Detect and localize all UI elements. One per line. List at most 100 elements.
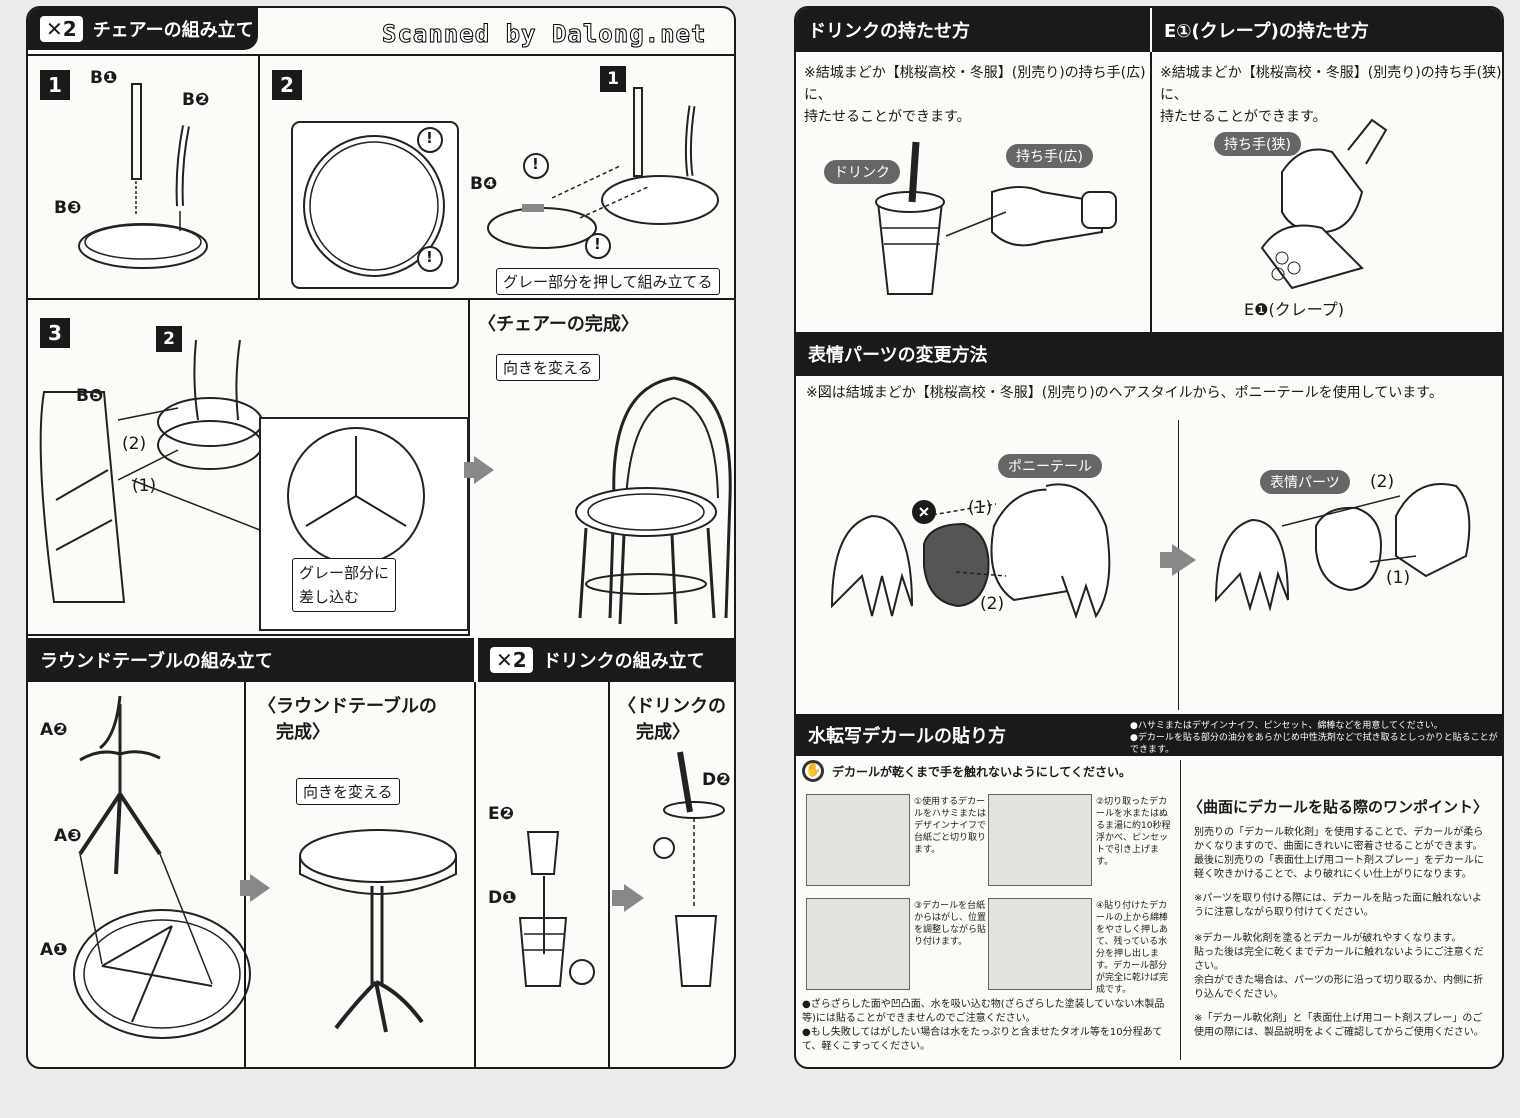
face-step-2-left: (2)	[980, 594, 1005, 614]
face-step-1-left: (1)	[968, 498, 993, 518]
drink-complete-title: 〈ドリンクの 完成〉	[618, 696, 726, 743]
drink-complete-panel: 〈ドリンクの 完成〉 D❷	[608, 682, 734, 1067]
warning-mark-2: !	[426, 248, 433, 266]
decal-tip-1: 別売りの「デカール軟化剤」を使用することで、デカールが柔らかくなりますので、曲面…	[1194, 827, 1484, 880]
decal-tip-divider	[1180, 760, 1181, 1060]
chair-complete-panel: 〈チェアーの完成〉 向きを変える	[464, 298, 734, 636]
decal-step-2-photo	[988, 794, 1092, 886]
drink-holding-title: ドリンクの持たせ方	[808, 21, 970, 42]
decal-title: 水転写デカールの貼り方	[808, 726, 1006, 747]
drink-holding-header: ドリンクの持たせ方	[796, 8, 1150, 52]
face-parts-title: 表情パーツの変更方法	[808, 345, 988, 366]
right-instruction-page: ドリンクの持たせ方 E①(クレープ)の持たせ方 ※結城まどか【桃桜高校・冬服】(…	[794, 6, 1504, 1069]
step-number-2: 2	[272, 70, 302, 100]
part-b4-label: B❹	[470, 174, 498, 194]
decal-tip-title: 〈曲面にデカールを貼る際のワンポイント〉	[1188, 798, 1489, 816]
chair-step-1-panel: 1 B❶ B❷ B❸	[28, 54, 260, 300]
crepe-hand-illustration	[1260, 118, 1388, 290]
step-number-2-mini: 2	[156, 326, 182, 352]
part-b1-label: B❶	[90, 68, 118, 88]
table-complete-title: 〈ラウンドテーブルの 完成〉	[258, 696, 437, 743]
step-number-3: 3	[40, 318, 70, 348]
no-touch-icon: ✋	[802, 760, 824, 782]
decal-warning: ✋ デカールが乾くまで手を触れないようにしてください。	[802, 760, 1131, 782]
callout-2: (2)	[122, 434, 147, 454]
narrow-hand-label: 持ち手(狭)	[1214, 132, 1301, 156]
part-b2-label: B❷	[182, 90, 210, 110]
decal-step-1-photo	[806, 794, 910, 886]
decal-tip-2: ※パーツを取り付ける際には、デカールを貼った面に触れないように注意しながら取り付…	[1194, 893, 1482, 918]
decal-step-4-text: ④貼り付けたデカールの上から綿棒をやさしく押しあて、残っている水分を押し出します…	[1096, 901, 1169, 995]
decal-step-3-photo	[806, 898, 910, 990]
part-e2-label: E❷	[488, 804, 515, 824]
face-parts-panel: ※図は結城まどか【桃桜高校・冬服】(別売り)のヘアスタイルから、ポニーテールを使…	[796, 376, 1502, 716]
decal-header: 水転写デカールの貼り方 ●ハサミまたはデザインナイフ、ピンセット、綿棒などを用意…	[796, 714, 1502, 756]
face-step-1-right: (1)	[1386, 568, 1411, 588]
drink-complete-illustration	[612, 751, 725, 987]
crepe-holding-header: E①(クレープ)の持たせ方	[1152, 8, 1502, 52]
decal-step-2-text: ②切り取ったデカールを水またはぬるま湯に約10秒程浮かべ、ピンセットで引き上げま…	[1096, 797, 1171, 867]
drink-parts-diagram	[518, 831, 595, 987]
part-a1-label: A❶	[40, 940, 68, 960]
decal-warning-text: デカールが乾くまで手を触れないようにしてください。	[832, 764, 1132, 779]
decal-step-3-text: ③デカールを台紙からはがし、位置を調整しながら貼り付けます。	[914, 901, 987, 947]
step-number-1-mini: 1	[600, 66, 626, 92]
drink-holding-note: ※結城まどか【桃桜高校・冬服】(別売り)の持ち手(広)に、 持たせることができま…	[804, 65, 1146, 125]
decal-bottom-notes: ●ざらざらした面や凹凸面、水を吸い込む物(ざらざらした塗装していない木製品等)に…	[802, 999, 1165, 1052]
face-parts-note: ※図は結城まどか【桃桜高校・冬服】(別売り)のヘアスタイルから、ポニーテールを使…	[806, 385, 1443, 401]
face-parts-header: 表情パーツの変更方法	[796, 332, 1502, 376]
left-instruction-page: ✕2 チェアーの組み立て 1 B❶ B❷ B❸ 2 1 B❹	[26, 6, 736, 1069]
decal-step-1-text: ①使用するデカールをハサミまたはデザインナイフで台紙ごと切り取ります。	[914, 797, 987, 855]
table-assembly-panel: A❷ A❸ A❶	[28, 684, 251, 1067]
decal-tip-3: ※デカール軟化剤を塗るとデカールが破れやすくなります。 貼った後は完全に乾くまで…	[1194, 933, 1484, 1000]
round-table-title: ラウンドテーブルの組み立て	[40, 651, 273, 672]
insert-gray-part-caption: グレー部分に 差し込む	[292, 558, 397, 612]
drink-hand-illustration	[875, 141, 1117, 295]
times-two-badge: ✕2	[40, 16, 83, 42]
round-table-header: ラウンドテーブルの組み立て	[28, 638, 474, 682]
decal-tip-4: ※「デカール軟化剤」と「表面仕上げ用コート剤スプレー」のご使用の際には、製品説明…	[1194, 1013, 1484, 1038]
chair-back-seat-diagram	[39, 339, 469, 631]
expression-part-label: 表情パーツ	[1260, 470, 1350, 494]
face-swap-illustration	[830, 483, 1471, 620]
drink-label: ドリンク	[824, 160, 900, 184]
part-d2-label: D❷	[702, 770, 731, 790]
times-two-badge-drink: ✕2	[490, 647, 533, 673]
chair-step-2-panel: 2 1 B❹ ! ! ! ! グレー部分を押して組み立てる	[258, 54, 734, 300]
chair-assembly-header: ✕2 チェアーの組み立て	[28, 8, 258, 50]
part-d1-label: D❶	[488, 888, 517, 908]
crepe-holding-note: ※結城まどか【桃桜高校・冬服】(別売り)の持ち手(狭)に、 持たせることができま…	[1160, 65, 1502, 125]
face-step-2-right: (2)	[1370, 472, 1395, 492]
chair-turn-around-caption: 向きを変える	[496, 354, 600, 381]
drink-assembly-panel: E❷ D❶	[474, 682, 610, 1067]
drink-assembly-title: ドリンクの組み立て	[542, 651, 705, 672]
chair-complete-title: 〈チェアーの完成〉	[478, 314, 639, 335]
decal-step-4-photo	[988, 898, 1092, 990]
ponytail-label: ポニーテール	[998, 454, 1102, 478]
table-complete-panel: 〈ラウンドテーブルの 完成〉 向きを変える	[240, 682, 476, 1067]
crepe-holding-title: E①(クレープ)の持たせ方	[1164, 21, 1369, 42]
chair-base-leg-diagram	[78, 83, 208, 269]
step-number-1: 1	[40, 70, 70, 100]
warning-mark-4: !	[594, 235, 601, 253]
part-a3-label: A❸	[54, 826, 82, 846]
crepe-holding-panel: ※結城まどか【桃桜高校・冬服】(別売り)の持ち手(狭)に、 持たせることができま…	[1150, 52, 1502, 334]
chair-ring-diagram	[291, 87, 719, 289]
part-b3-label: B❸	[54, 198, 82, 218]
drink-assembly-header: ✕2 ドリンクの組み立て	[478, 638, 734, 682]
table-complete-illustration	[240, 829, 457, 1033]
warning-mark-1: !	[426, 129, 433, 147]
warning-mark-3: !	[532, 155, 539, 173]
table-parts-diagram	[73, 695, 251, 1039]
chair-complete-illustration	[464, 376, 732, 625]
table-turn-around-caption: 向きを変える	[296, 778, 400, 805]
part-a2-label: A❷	[40, 720, 68, 740]
callout-1: (1)	[132, 476, 157, 496]
drink-holding-panel: ※結城まどか【桃桜高校・冬服】(別売り)の持ち手(広)に、 持たせることができま…	[796, 52, 1152, 334]
wide-hand-label: 持ち手(広)	[1006, 144, 1093, 168]
scanner-watermark: Scanned by Dalong.net	[381, 20, 707, 49]
part-e1-label: E❶(クレープ)	[1244, 300, 1344, 319]
chair-assembly-title: チェアーの組み立て	[92, 20, 254, 41]
decal-top-notes: ●ハサミまたはデザインナイフ、ピンセット、綿棒などを用意してください。 ●デカー…	[1130, 721, 1498, 755]
chair-step-3-panel: 3 2 B❺ (2) (1) グレー部分に 差し込む	[28, 298, 470, 636]
